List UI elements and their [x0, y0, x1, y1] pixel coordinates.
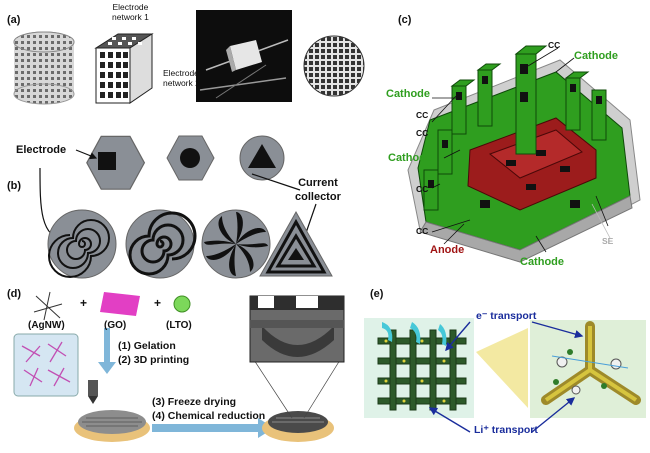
lithium-ion-transport-label: Li⁺ transport — [474, 424, 538, 436]
plus-2: + — [154, 296, 162, 310]
cc-label-3: CC — [416, 128, 429, 138]
lattice-cube-image — [94, 33, 154, 104]
porous-cylinder-image — [13, 31, 75, 105]
panel-e-label: (e) — [370, 288, 384, 300]
panel-d: (d) — [0, 282, 360, 453]
se-label: SE — [602, 236, 614, 246]
go-label: (GO) — [104, 320, 127, 331]
cc-label-2: CC — [416, 110, 429, 120]
panel-b-label: (b) — [7, 180, 22, 192]
step-gelation: (1) Gelation — [118, 340, 176, 352]
current-collector-label: Current collector — [295, 177, 341, 203]
step-chemical-reduction: (4) Chemical reduction — [152, 410, 266, 422]
electrode-network-1-label: Electrode network 1 — [112, 2, 149, 22]
cc-label-1: CC — [548, 40, 561, 50]
panel-e: (e) — [360, 282, 650, 453]
electrode-label: Electrode — [16, 144, 67, 156]
panel-c-label: (c) — [398, 14, 412, 26]
mesh-sphere-image — [303, 35, 365, 97]
lto-label: (LTO) — [166, 320, 192, 331]
panel-a: (a) Electrode network 1 Electr — [0, 0, 365, 120]
cathode-label-left-1: Cathode — [386, 88, 430, 100]
electrode-network-2-label: Electrode network 2 — [163, 68, 200, 88]
panel-c: (c) — [360, 0, 650, 280]
printed-sample-photo — [196, 10, 292, 102]
transport-mechanism-diagram — [364, 318, 646, 433]
panel-b: Electrode (b) Current collector — [0, 128, 360, 288]
agnw-label: (AgNW) — [28, 320, 65, 331]
cathode-label-left-2: Cathode — [388, 152, 432, 164]
plus-1: + — [80, 296, 88, 310]
panel-d-label: (d) — [7, 288, 22, 300]
panel-a-label: (a) — [7, 14, 21, 26]
cc-label-5: CC — [416, 226, 429, 236]
anode-label: Anode — [430, 244, 465, 256]
cathode-label-bottom: Cathode — [520, 256, 564, 268]
step-3d-printing: (2) 3D printing — [118, 354, 190, 366]
fabrication-process-diagram — [13, 291, 345, 442]
electron-transport-label: e⁻ transport — [476, 310, 537, 322]
interdigitated-battery-3d-diagram — [407, 45, 641, 263]
step-freeze-drying: (3) Freeze drying — [152, 396, 237, 408]
cc-label-4: CC — [416, 184, 429, 194]
cathode-label-top: Cathode — [574, 50, 618, 62]
electrode-shapes-diagram — [39, 135, 333, 279]
